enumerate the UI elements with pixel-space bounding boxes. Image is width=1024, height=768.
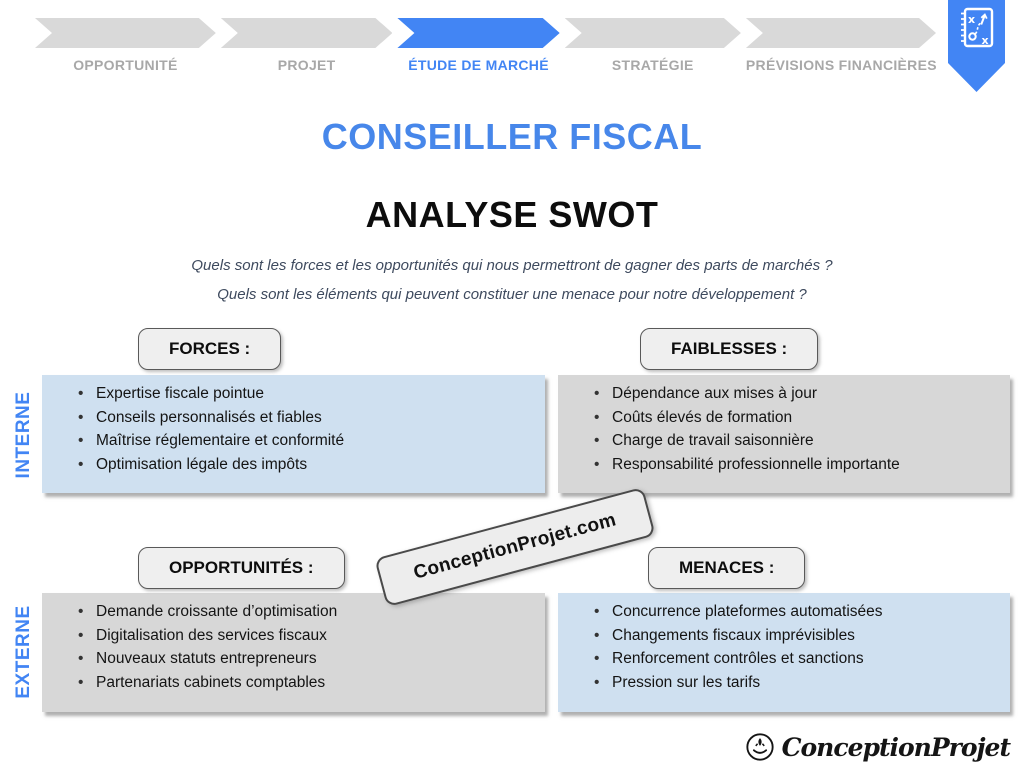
opportunites-panel: Demande croissante d’optimisationDigital… <box>42 593 545 712</box>
watermark-text: ConceptionProjet.com <box>411 509 619 584</box>
footer-logo[interactable]: ConceptionProjet <box>745 732 1011 762</box>
swot-item: Maîtrise réglementaire et conformité <box>78 433 537 449</box>
ribbon-badge: x x <box>948 0 1005 92</box>
swot-item: Renforcement contrôles et sanctions <box>594 651 1002 667</box>
menaces-panel: Concurrence plateformes automatiséesChan… <box>558 593 1010 712</box>
forces-label: FORCES : <box>138 328 282 370</box>
intro-question-2: Quels sont les éléments qui peuvent cons… <box>217 286 807 303</box>
menaces-list: Concurrence plateformes automatiséesChan… <box>558 593 1010 690</box>
faiblesses-panel: Dépendance aux mises à jourCoûts élevés … <box>558 375 1010 493</box>
menaces-label: MENACES : <box>648 547 806 589</box>
svg-text:x: x <box>982 34 989 47</box>
nav-step-etude-de-marche[interactable]: ÉTUDE DE MARCHÉ <box>397 18 559 80</box>
slide-subtitle: ANALYSE SWOT <box>365 194 659 235</box>
swot-item: Conseils personnalisés et fiables <box>78 409 537 426</box>
swot-item: Nouveaux statuts entrepreneurs <box>78 651 537 667</box>
nav-step-strategie[interactable]: STRATÉGIE <box>565 18 741 80</box>
swot-item: Partenariats cabinets comptables <box>78 674 537 691</box>
axis-label-externe: EXTERNE <box>13 605 34 699</box>
nav-step-label: PRÉVISIONS FINANCIÈRES <box>745 57 937 73</box>
swot-item: Demande croissante d’optimisation <box>78 604 537 620</box>
axis-label-interne: INTERNE <box>13 391 34 479</box>
forces-panel: Expertise fiscale pointueConseils person… <box>42 375 545 493</box>
swot-item: Pression sur les tarifs <box>594 674 1002 691</box>
opportunites-label: OPPORTUNITÉS : <box>138 547 345 589</box>
swot-item: Changements fiscaux imprévisibles <box>594 627 1002 644</box>
faiblesses-list: Dépendance aux mises à jourCoûts élevés … <box>558 375 1010 472</box>
swot-item: Optimisation légale des impôts <box>78 456 537 473</box>
chevron-arrow <box>221 18 393 48</box>
nav-step-label: ÉTUDE DE MARCHÉ <box>408 57 549 73</box>
swot-item: Digitalisation des services fiscaux <box>78 627 537 644</box>
faiblesses-label: FAIBLESSES : <box>640 328 819 370</box>
chevron-arrow <box>35 18 216 48</box>
nav-step-projet[interactable]: PROJET <box>221 18 393 80</box>
chevron-arrow-active <box>397 18 559 48</box>
svg-text:x: x <box>968 13 975 26</box>
nav-step-opportunite[interactable]: OPPORTUNITÉ <box>35 18 216 80</box>
nav-step-label: STRATÉGIE <box>611 57 694 73</box>
forces-list: Expertise fiscale pointueConseils person… <box>42 375 545 472</box>
opportunites-list: Demande croissante d’optimisationDigital… <box>42 593 545 690</box>
swot-item: Responsabilité professionnelle important… <box>594 456 1002 473</box>
process-nav: OPPORTUNITÉ PROJET ÉTUDE DE MARCHÉ STRAT… <box>35 18 937 80</box>
chevron-arrow <box>565 18 741 48</box>
hand-rocket-icon <box>746 733 774 761</box>
swot-item: Dépendance aux mises à jour <box>594 386 1002 402</box>
footer-logo-text: ConceptionProjet <box>781 732 1011 762</box>
watermark-stamp: ConceptionProjet.com <box>374 486 656 608</box>
page-title: CONSEILLER FISCAL <box>321 116 703 157</box>
swot-item: Expertise fiscale pointue <box>78 386 537 402</box>
nav-step-label: PROJET <box>277 57 336 73</box>
intro-question-1: Quels sont les forces et les opportunité… <box>191 257 833 274</box>
swot-item: Coûts élevés de formation <box>594 409 1002 426</box>
nav-step-label: OPPORTUNITÉ <box>73 57 178 73</box>
strategy-notebook-icon: x x <box>948 0 1005 92</box>
swot-item: Charge de travail saisonnière <box>594 433 1002 449</box>
swot-item: Concurrence plateformes automatisées <box>594 604 1002 620</box>
chevron-arrow <box>746 18 936 48</box>
nav-step-previsions-financieres[interactable]: PRÉVISIONS FINANCIÈRES <box>745 18 937 80</box>
